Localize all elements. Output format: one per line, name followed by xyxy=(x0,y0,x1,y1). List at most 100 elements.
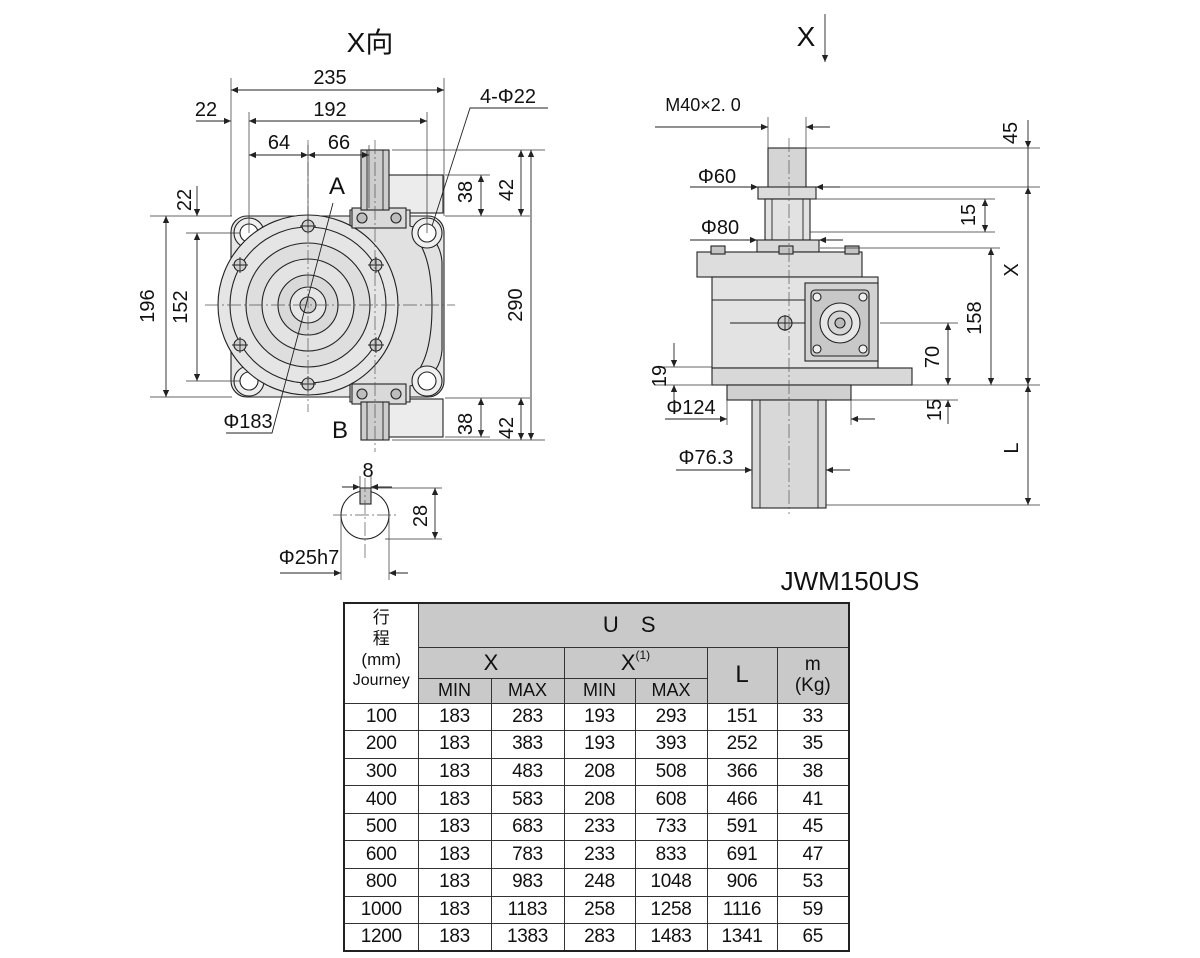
dim-38-top: 38 xyxy=(455,181,477,203)
dim-15-top: 15 xyxy=(958,204,980,226)
dim-290: 290 xyxy=(505,288,527,321)
table-cell: 45 xyxy=(776,812,850,842)
table-cell: 400 xyxy=(343,785,419,814)
dim-196: 196 xyxy=(137,289,159,322)
dim-x: X xyxy=(1001,263,1023,276)
view-x-title: X向 xyxy=(347,27,394,58)
table-cell: 1483 xyxy=(634,923,708,952)
stroke-unit: (mm) xyxy=(361,650,402,669)
table-cell: 53 xyxy=(776,868,850,897)
table-cell: 183 xyxy=(417,840,492,870)
table-cell: 600 xyxy=(343,840,419,870)
table-cell: 208 xyxy=(563,785,636,814)
table-cell: 733 xyxy=(634,812,708,842)
jack-side-body xyxy=(696,147,913,509)
table-cell: 33 xyxy=(776,702,850,732)
dia-80: Φ80 xyxy=(701,217,739,239)
bearing-lugs xyxy=(351,207,407,405)
x-max-header: MAX xyxy=(490,677,565,704)
table-cell: 691 xyxy=(706,840,778,870)
table-cell: 800 xyxy=(343,868,419,897)
table-cell: 1341 xyxy=(706,923,778,952)
table-cell: 41 xyxy=(776,785,850,814)
x1-max-header: MAX xyxy=(634,677,708,704)
dim-l: L xyxy=(1001,442,1023,453)
dia-76-3: Φ76.3 xyxy=(679,447,734,469)
table-cell: 300 xyxy=(343,757,419,787)
x1-header: X(1) xyxy=(563,646,708,679)
table-cell: 183 xyxy=(417,757,492,787)
x1-min-header: MIN xyxy=(563,677,636,704)
holes-label: 4-Φ22 xyxy=(480,86,536,108)
dim-192: 192 xyxy=(313,99,346,121)
stroke-zh-1: 行 xyxy=(372,608,390,627)
table-cell: 233 xyxy=(563,812,636,842)
table-cell: 983 xyxy=(490,868,565,897)
dim-235: 235 xyxy=(313,67,346,89)
table-cell: 591 xyxy=(706,812,778,842)
table-cell: 1183 xyxy=(490,895,565,925)
dims-horizontal: 235 22 192 64 66 xyxy=(195,67,445,233)
housing-top-plate xyxy=(696,251,863,278)
table-cell: 1048 xyxy=(634,868,708,897)
dim-158: 158 xyxy=(964,301,986,334)
dim-22-left: 22 xyxy=(174,189,196,211)
dim-22-top: 22 xyxy=(195,99,217,121)
dim-45: 45 xyxy=(1000,122,1022,144)
view-arrow-label: X xyxy=(797,21,816,52)
base-flange xyxy=(711,367,913,386)
table-cell: 100 xyxy=(343,702,419,732)
stroke-zh-2: 程 xyxy=(372,629,390,648)
dia-183-callout: Φ183 xyxy=(223,202,334,434)
x1-label: X xyxy=(620,649,636,675)
dim-152: 152 xyxy=(170,290,192,323)
bolt-head xyxy=(778,245,794,255)
table-cell: 1383 xyxy=(490,923,565,952)
dia-60: Φ60 xyxy=(698,166,736,188)
dim-70: 70 xyxy=(922,346,944,368)
table-cell: 248 xyxy=(563,868,636,897)
bolt-head xyxy=(844,245,860,255)
table-cell: 151 xyxy=(706,702,778,732)
table-cell: 393 xyxy=(634,730,708,759)
shaft-detail: 8 28 Φ25h7 xyxy=(279,460,442,580)
dim-42-top: 42 xyxy=(496,179,518,201)
keyway xyxy=(359,487,372,505)
table-cell: 183 xyxy=(417,923,492,952)
dim-38-bottom: 38 xyxy=(455,413,477,435)
table-cell: 183 xyxy=(417,730,492,759)
side-view: X xyxy=(649,14,1040,514)
screw-thread-end xyxy=(767,147,807,189)
table-cell: 47 xyxy=(776,840,850,870)
thread-spec: M40×2. 0 xyxy=(665,95,741,115)
view-x: X向 xyxy=(137,27,548,452)
table-cell: 183 xyxy=(417,868,492,897)
section-label-a: A xyxy=(329,173,345,200)
holes-callout: 4-Φ22 xyxy=(431,86,548,227)
table-cell: 508 xyxy=(634,757,708,787)
stroke-en: Journey xyxy=(352,672,410,689)
dim-66: 66 xyxy=(328,132,350,154)
side-dims-vertical: 45 X L 15 158 70 15 19 xyxy=(649,120,1032,505)
mounting-hole-bore xyxy=(417,371,437,391)
table-cell: 500 xyxy=(343,812,419,842)
table-cell: 608 xyxy=(634,785,708,814)
dia-124: Φ124 xyxy=(666,397,715,419)
table-cell: 383 xyxy=(490,730,565,759)
dim-42-bottom: 42 xyxy=(496,417,518,439)
table-cell: 293 xyxy=(634,702,708,732)
table-cell: 583 xyxy=(490,785,565,814)
table-cell: 483 xyxy=(490,757,565,787)
worm-outline xyxy=(411,233,433,379)
dia-183: Φ183 xyxy=(223,411,272,433)
table-cell: 466 xyxy=(706,785,778,814)
table-cell: 1258 xyxy=(634,895,708,925)
table-cell: 65 xyxy=(776,923,850,952)
